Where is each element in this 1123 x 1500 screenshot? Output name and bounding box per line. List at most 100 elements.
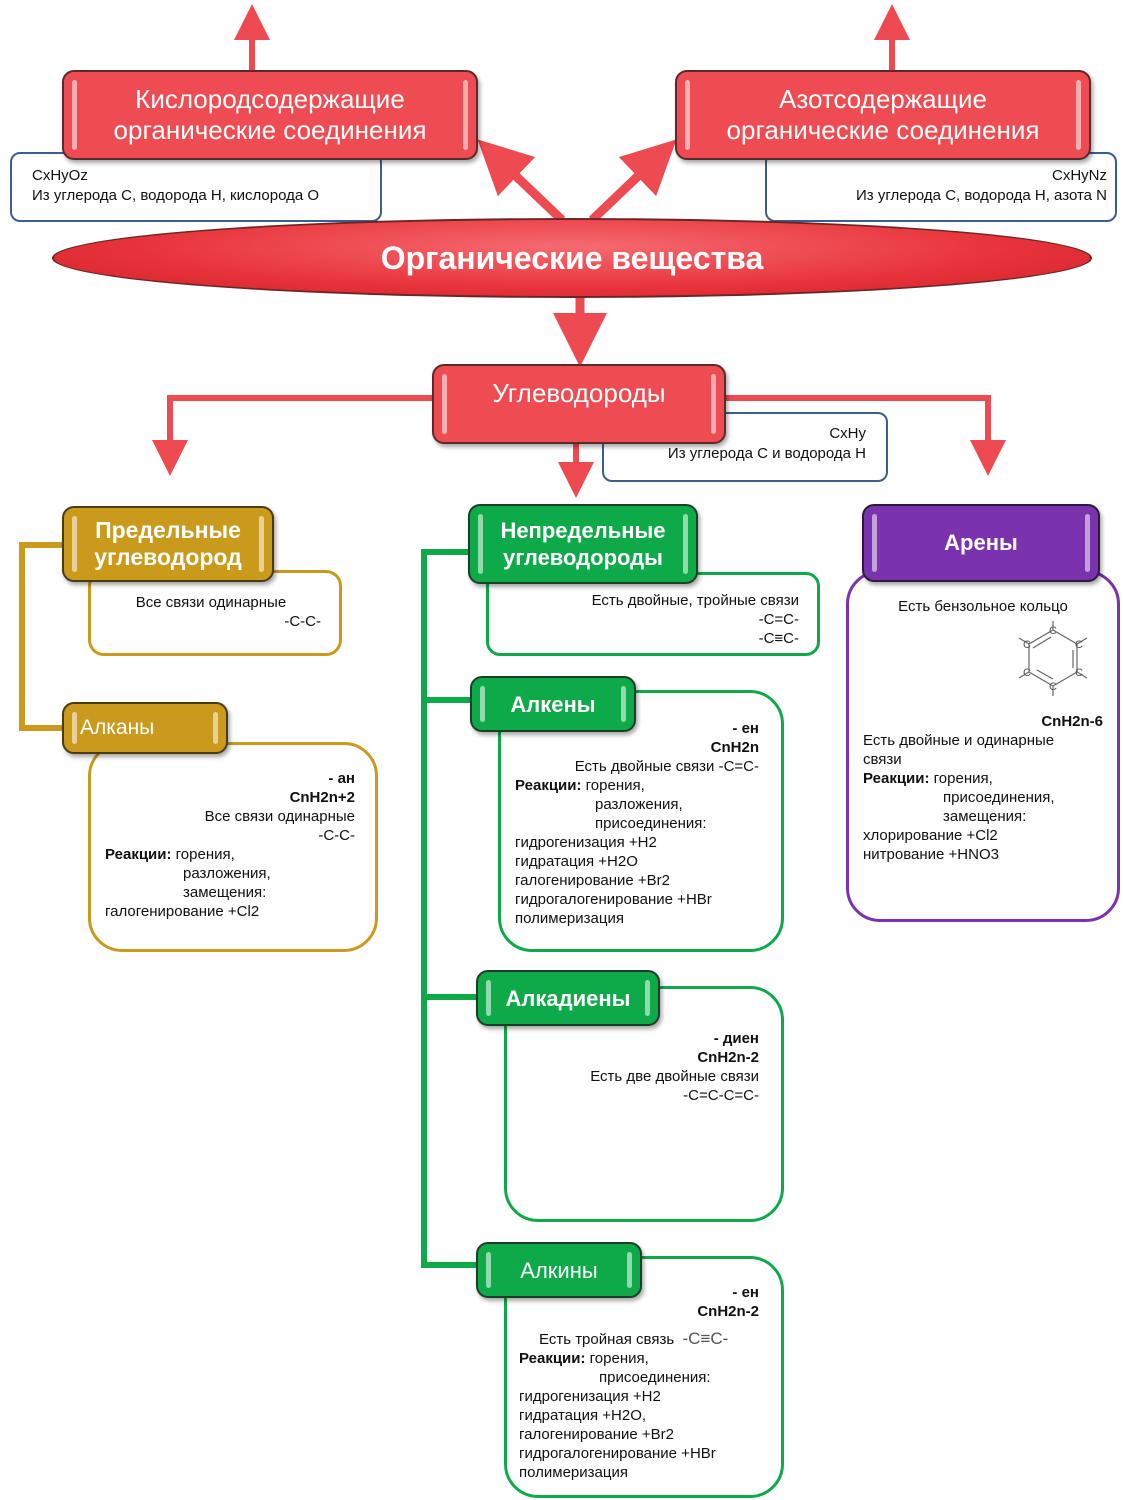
arrow-to-arenes (726, 395, 1006, 476)
alkynes-formula: CnH2n-2 (697, 1303, 759, 1320)
arrow-to-oxygen (477, 139, 566, 224)
alkynes-reactions-label: Реакции: (519, 1350, 586, 1367)
unsaturated-desc-box: Есть двойные, тройные связи -C=C- -C≡C- (486, 572, 820, 656)
alkenes-formula: CnH2n (710, 739, 759, 756)
alkadienes-header[interactable]: Алкадиены (476, 970, 660, 1026)
arenes-reaction-1: горения, (933, 770, 993, 787)
alkynes-detail-3: галогенирование +Br2 (519, 1426, 674, 1443)
alkanes-reaction-2: разложения, (183, 865, 271, 882)
alkynes-reactions-line: Реакции: горения, (519, 1349, 759, 1368)
hydrocarbons-composition: Из углерода C и водорода H (667, 445, 866, 462)
alkynes-reaction-2: присоединения: (599, 1369, 711, 1386)
arenes-detail-1: хлорирование +Cl2 (863, 827, 998, 844)
alkanes-reactions-line: Реакции: горения, (105, 845, 355, 864)
alkenes-detail-1: гидрогенизация +H2 (515, 834, 657, 851)
alkanes-desc: Все связи одинарные (204, 808, 355, 825)
arenes-reactions-line: Реакции: горения, (863, 769, 1103, 788)
alkadienes-title: Алкадиены (505, 985, 631, 1011)
alkanes-detail-1: галогенирование +Cl2 (105, 903, 260, 920)
alkenes-desc: Есть двойные связи -C=C- (574, 758, 759, 775)
alkynes-suffix: - ен (732, 1284, 759, 1301)
nitrogen-compounds-header[interactable]: Азотсодержащие органические соединения (675, 70, 1091, 160)
alkadienes-desc: Есть две двойные связи (590, 1068, 759, 1085)
arrow-to-nitrogen (588, 139, 677, 224)
ring-atom-4: C (1049, 681, 1057, 693)
alkenes-detail-2: гидратация +H2O (515, 853, 638, 870)
saturated-bond: -C-C- (284, 613, 321, 630)
alkynes-bond: -C≡C- (682, 1329, 729, 1348)
alkadienes-formula: CnH2n-2 (697, 1049, 759, 1066)
organic-substances-root[interactable]: Органические вещества (52, 218, 1092, 298)
oxygen-compounds-header[interactable]: Кислородсодержащие органические соединен… (62, 70, 478, 160)
unsaturated-header[interactable]: Непредельные углеводороды (468, 504, 698, 584)
hydrocarbons-title: Углеводороды (492, 378, 666, 408)
arenes-formula: CnH2n-6 (1041, 713, 1103, 730)
saturated-header[interactable]: Предельные углеводород (62, 506, 274, 582)
oxygen-compounds-title: Кислородсодержащие органические соединен… (113, 84, 427, 145)
hydrocarbons-formula: CxHy (829, 425, 866, 442)
alkenes-suffix: - ен (732, 720, 759, 737)
root-title: Органические вещества (380, 239, 764, 276)
ring-atom-3: C (1075, 667, 1083, 679)
alkynes-desc-line: Есть тройная связь -C≡C- (519, 1329, 759, 1349)
unsaturated-bond-double: -C=C- (758, 611, 799, 628)
alkenes-reaction-2: разложения, (595, 796, 683, 813)
alkenes-box: - ен CnH2n Есть двойные связи -C=C- Реак… (498, 690, 784, 952)
saturated-desc: Все связи одинарные (135, 594, 287, 611)
alkanes-suffix: - ан (328, 770, 355, 787)
arenes-reactions-label: Реакции: (863, 770, 930, 787)
alkenes-reactions-line: Реакции: горения, (515, 776, 759, 795)
ring-atom-1: C (1049, 625, 1057, 637)
unsaturated-title: Непредельные углеводороды (500, 518, 666, 570)
nitrogen-formula: CxHyNz (1052, 167, 1107, 184)
nitrogen-info-box: CxHyNz Из углерода C, водорода H, азота … (765, 152, 1117, 222)
alkanes-reactions-label: Реакции: (105, 846, 172, 863)
gold-bracket (19, 542, 64, 731)
ring-atom-5: C (1023, 667, 1031, 679)
alkynes-detail-1: гидрогенизация +H2 (519, 1388, 661, 1405)
unsaturated-desc: Есть двойные, тройные связи (591, 592, 799, 609)
arenes-reaction-3: замещения: (943, 808, 1027, 825)
alkenes-reaction-1: горения, (585, 777, 645, 794)
oxygen-formula: CxHyOz (32, 167, 88, 184)
arenes-desc: Есть бензольное кольцо (898, 598, 1068, 615)
alkenes-detail-5: полимеризация (515, 910, 624, 927)
alkanes-header[interactable]: Алканы (62, 702, 228, 754)
alkanes-bond: -C-C- (318, 827, 355, 844)
arenes-title: Арены (944, 530, 1018, 555)
alkanes-formula: CnH2n+2 (289, 789, 355, 806)
arenes-desc2-1: Есть двойные и одинарные (863, 732, 1055, 749)
alkenes-header[interactable]: Алкены (470, 676, 636, 732)
alkenes-reaction-3: присоединения: (595, 815, 707, 832)
alkynes-desc: Есть тройная связь (539, 1331, 675, 1348)
arenes-detail-2: нитрование +HNO3 (863, 846, 999, 863)
alkanes-reaction-3: замещения: (183, 884, 267, 901)
ring-atom-2: C (1075, 639, 1083, 651)
alkanes-title: Алканы (80, 716, 155, 739)
alkynes-header[interactable]: Алкины (476, 1242, 642, 1298)
alkynes-detail-5: полимеризация (519, 1464, 628, 1481)
arenes-reaction-2: присоединения, (943, 789, 1055, 806)
unsaturated-bond-triple: -C≡C- (758, 630, 799, 647)
alkenes-detail-4: гидрогалогенирование +HBr (515, 891, 712, 908)
alkynes-detail-4: гидрогалогенирование +HBr (519, 1445, 716, 1462)
alkanes-box: - ан CnH2n+2 Все связи одинарные -C-C- Р… (88, 742, 378, 952)
arrow-to-saturated (152, 395, 434, 476)
green-bracket (421, 549, 476, 1268)
alkynes-title: Алкины (520, 1257, 598, 1283)
oxygen-info-box: CxHyOz Из углерода C, водорода H, кислор… (10, 152, 382, 222)
alkanes-reaction-1: горения, (175, 846, 235, 863)
arenes-desc2-2: связи (863, 751, 902, 768)
arenes-box: Есть бензольное кольцо C C C C C C (846, 570, 1120, 922)
saturated-title: Предельные углеводород (94, 517, 242, 570)
alkenes-detail-3: галогенирование +Br2 (515, 872, 670, 889)
hydrocarbons-header[interactable]: Углеводороды (432, 364, 726, 444)
nitrogen-compounds-title: Азотсодержащие органические соединения (726, 84, 1040, 145)
arenes-header[interactable]: Арены (862, 504, 1100, 582)
nitrogen-composition: Из углерода C, водорода H, азота N (856, 187, 1107, 204)
alkynes-detail-2: гидратация +H2O, (519, 1407, 647, 1424)
alkadienes-suffix: - диен (713, 1030, 759, 1047)
alkenes-reactions-label: Реакции: (515, 777, 582, 794)
oxygen-composition: Из углерода C, водорода H, кислорода O (32, 187, 320, 204)
